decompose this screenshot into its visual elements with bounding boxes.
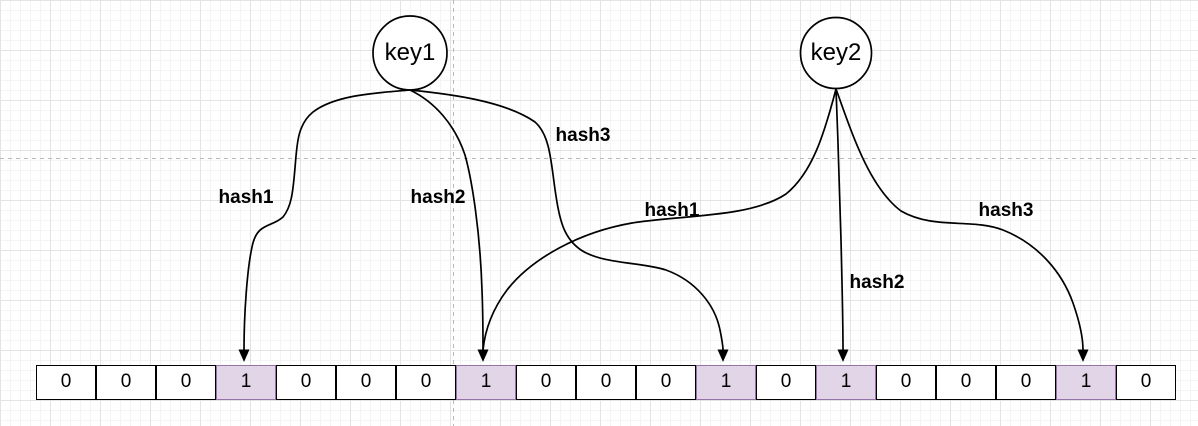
- bit-cell-0[interactable]: 0: [36, 365, 96, 400]
- bit-cell-8[interactable]: 0: [516, 365, 576, 400]
- bit-cell-6[interactable]: 0: [396, 365, 456, 400]
- bit-cell-10[interactable]: 0: [636, 365, 696, 400]
- edge-key2-hash1[interactable]: [482, 88, 837, 351]
- bit-cell-2[interactable]: 0: [156, 365, 216, 400]
- bit-cell-15[interactable]: 0: [936, 365, 996, 400]
- bit-cell-1[interactable]: 0: [96, 365, 156, 400]
- edge-key2-hash3[interactable]: [835, 88, 1084, 351]
- edge-key1-hash1[interactable]: [243, 89, 411, 351]
- key2-label: key2: [810, 39, 862, 66]
- bit-cell-12[interactable]: 0: [756, 365, 816, 400]
- key2-node[interactable]: [799, 16, 873, 90]
- bit-cell-set-3[interactable]: 1: [216, 365, 276, 400]
- edge-label-key1-hash3: hash3: [555, 125, 611, 146]
- bit-cell-set-17[interactable]: 1: [1056, 365, 1116, 400]
- bit-cell-14[interactable]: 0: [876, 365, 936, 400]
- bit-cell-set-11[interactable]: 1: [696, 365, 756, 400]
- bit-cell-set-13[interactable]: 1: [816, 365, 876, 400]
- arrowhead-cell-7: [477, 349, 489, 362]
- key1-node[interactable]: [372, 15, 448, 91]
- edge-key1-hash3[interactable]: [409, 89, 724, 351]
- edge-label-key2-hash1: hash1: [644, 200, 700, 221]
- edge-label-key1-hash1: hash1: [218, 187, 274, 208]
- key1-label: key1: [384, 39, 436, 66]
- arrowhead-cell-17: [1077, 349, 1089, 362]
- edge-label-key2-hash2: hash2: [849, 272, 905, 293]
- arrowhead-cell-11: [717, 349, 729, 362]
- arrowhead-cell-3: [238, 349, 250, 362]
- bit-cell-set-7[interactable]: 1: [456, 365, 516, 400]
- edge-key2-hash2[interactable]: [835, 88, 844, 351]
- bit-cell-5[interactable]: 0: [336, 365, 396, 400]
- edge-label-key2-hash3: hash3: [978, 200, 1034, 221]
- arrowhead-cell-13: [837, 349, 849, 362]
- bit-cell-9[interactable]: 0: [576, 365, 636, 400]
- bit-cell-18[interactable]: 0: [1116, 365, 1176, 400]
- bit-cell-16[interactable]: 0: [996, 365, 1056, 400]
- edge-key1-hash2[interactable]: [409, 89, 484, 351]
- bit-cell-4[interactable]: 0: [276, 365, 336, 400]
- edge-label-key1-hash2: hash2: [410, 187, 466, 208]
